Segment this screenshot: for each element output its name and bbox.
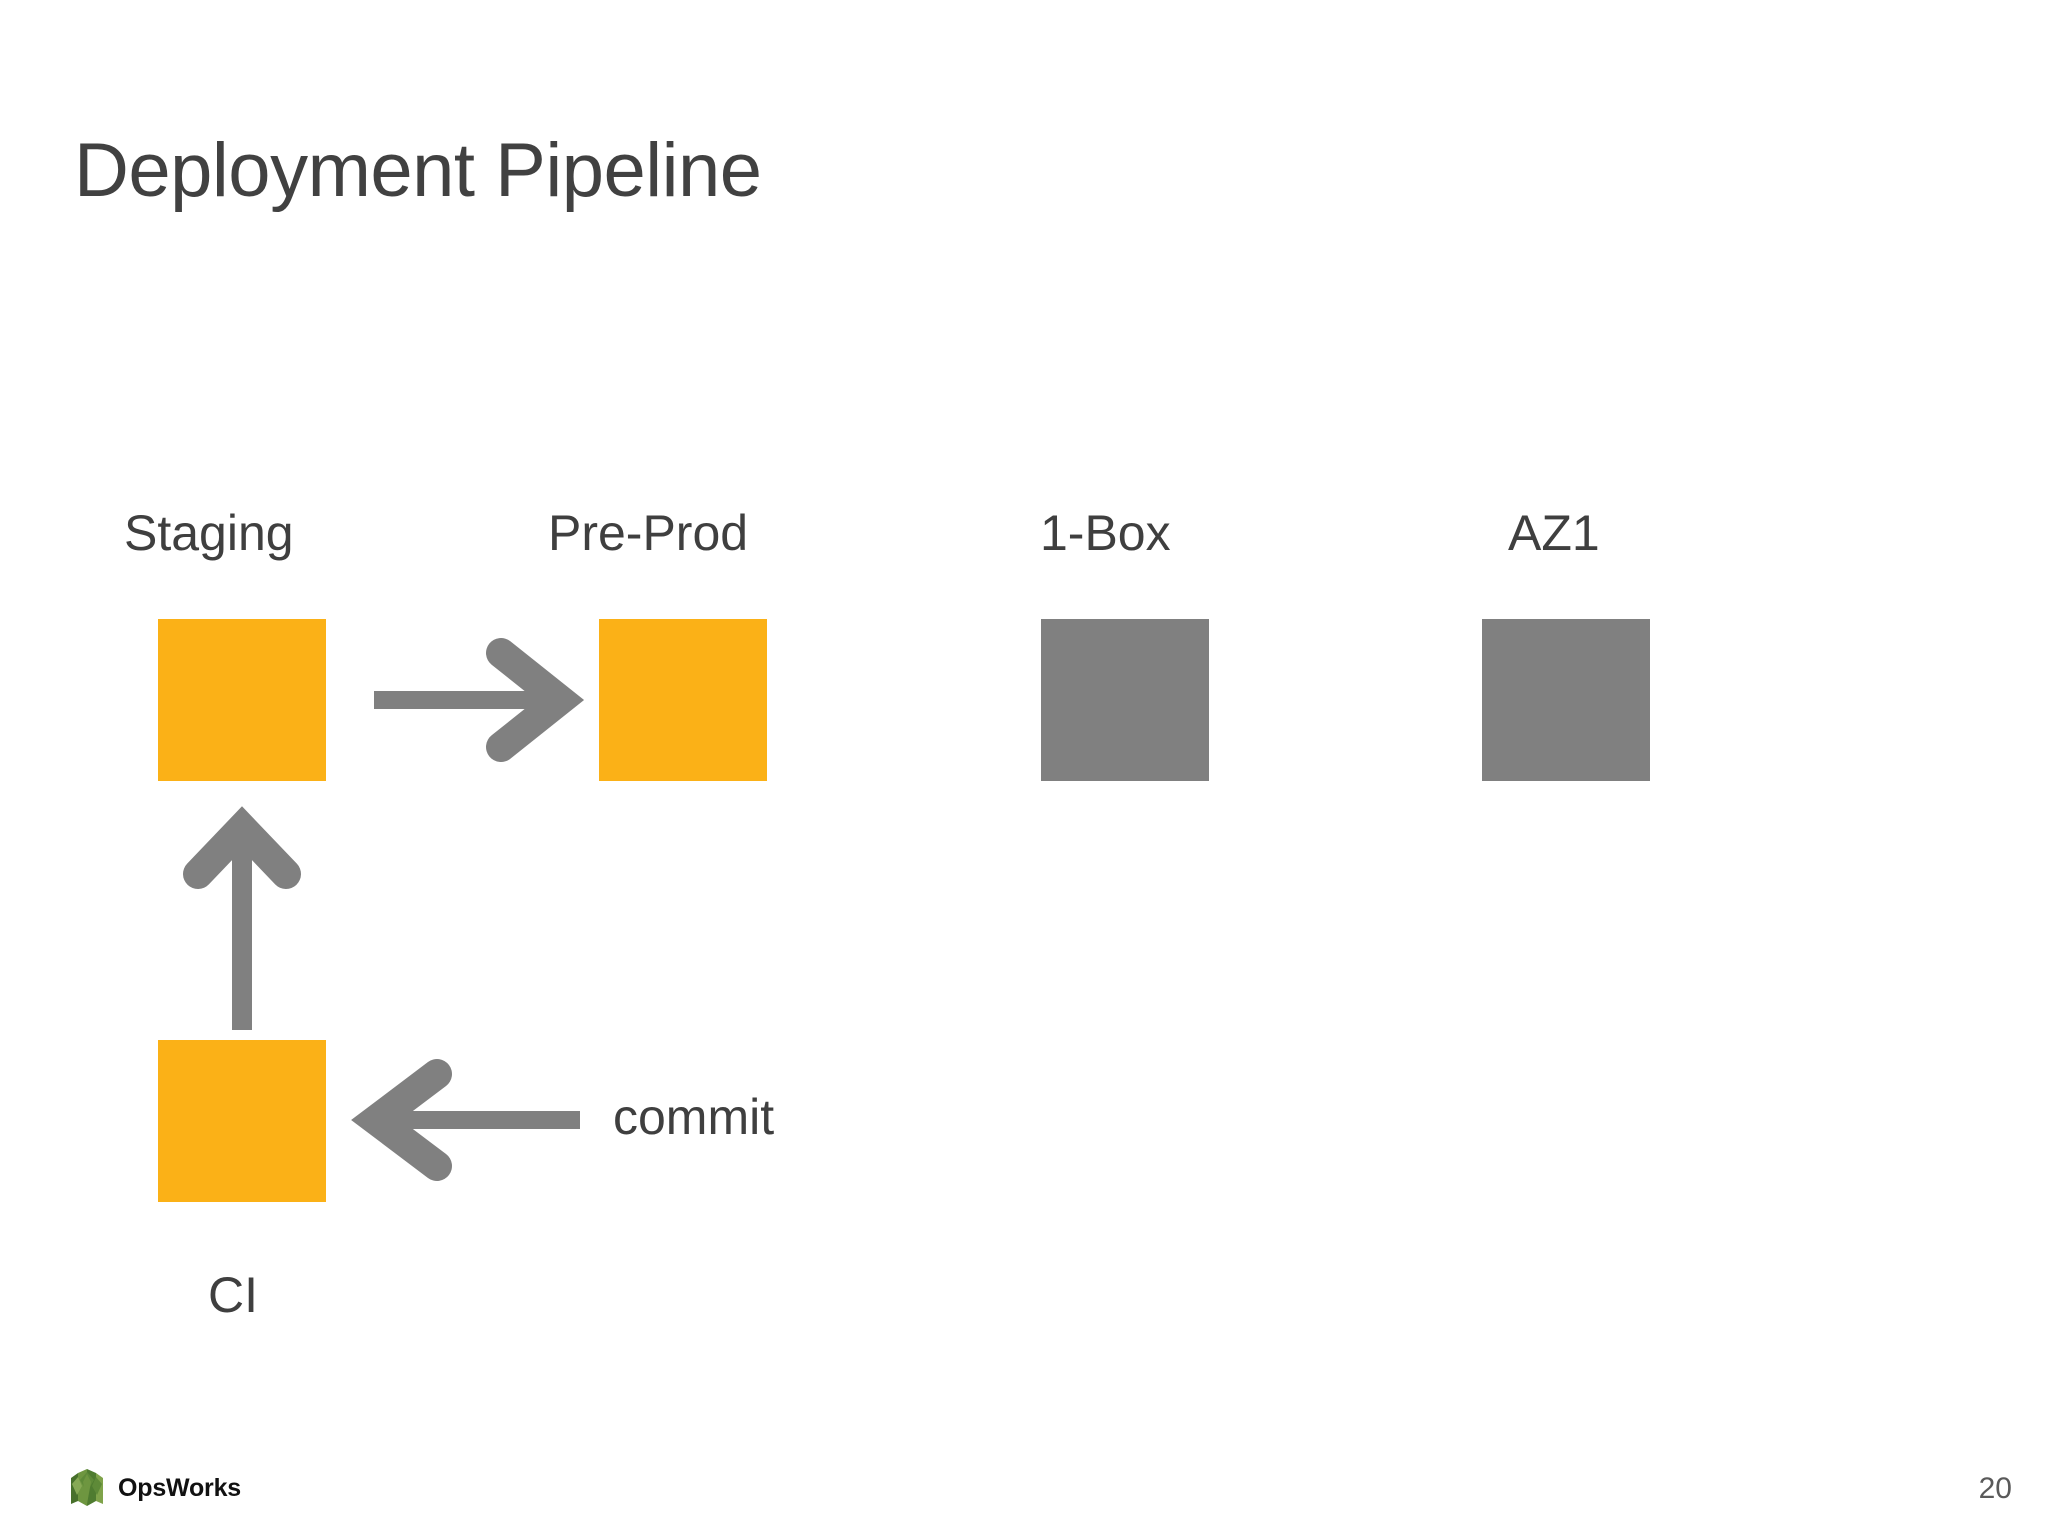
arrow-staging-to-preprod (374, 638, 585, 762)
arrow-ci-to-staging (183, 806, 301, 1030)
page-title: Deployment Pipeline (74, 128, 762, 213)
commit-label: commit (613, 1089, 775, 1145)
stage-box-pre-prod[interactable] (599, 619, 767, 781)
stage-label-az1: AZ1 (1508, 505, 1600, 561)
stage-label-pre-prod: Pre-Prod (548, 505, 749, 561)
opsworks-logo-text: OpsWorks (118, 1473, 241, 1502)
ci-label: CI (208, 1267, 258, 1323)
stage-box-ci[interactable] (158, 1040, 326, 1202)
stage-label-staging: Staging (124, 505, 294, 561)
stage-label-1-box: 1-Box (1040, 505, 1171, 561)
opsworks-logo: OpsWorks (68, 1468, 241, 1508)
stage-box-az1[interactable] (1482, 619, 1650, 781)
stage-box-staging[interactable] (158, 619, 326, 781)
arrow-commit-to-ci (351, 1059, 580, 1181)
opsworks-cube-icon (71, 1469, 103, 1506)
stage-box-1-box[interactable] (1041, 619, 1209, 781)
page-number: 20 (1978, 1472, 2012, 1505)
